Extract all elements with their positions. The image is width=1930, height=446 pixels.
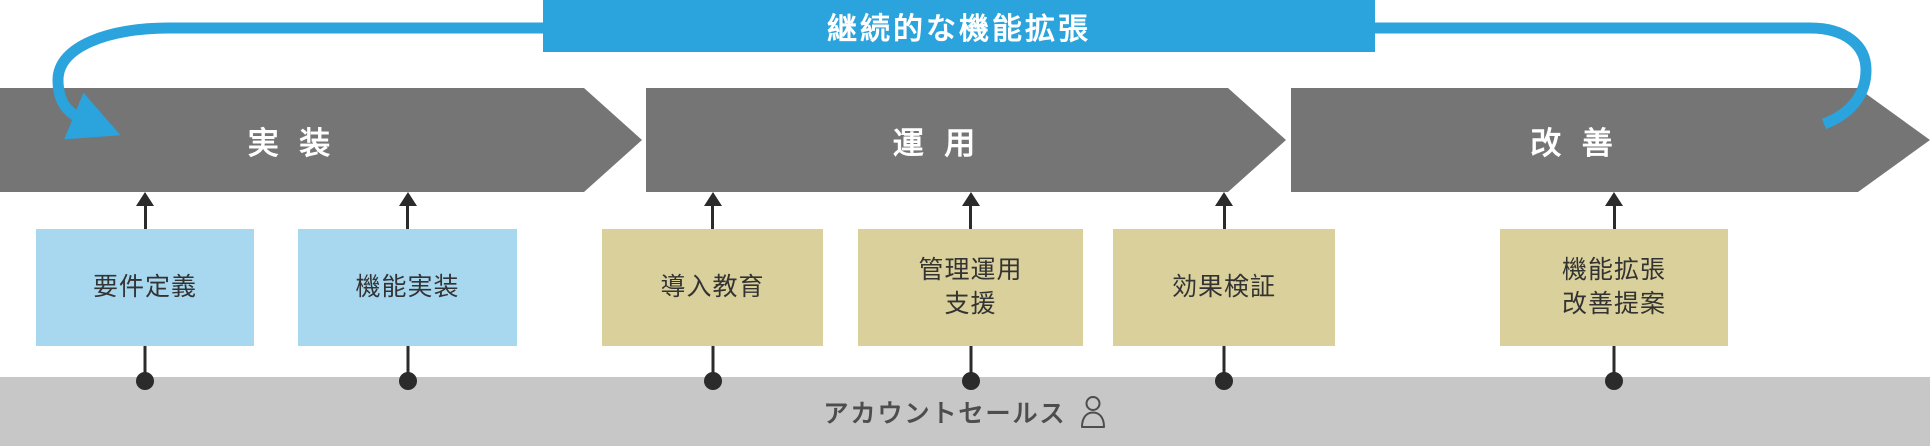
task-management-operation-support: 管理運用 支援 <box>858 192 1083 390</box>
phase-label: 改 善 <box>1530 125 1619 161</box>
connector-dot <box>398 372 417 390</box>
up-arrow-icon <box>1215 192 1233 229</box>
account-sales-label: アカウントセールス <box>823 399 1067 428</box>
task-box: 管理運用 支援 <box>858 229 1083 346</box>
phase-label: 実 装 <box>247 125 337 161</box>
connector-line <box>969 346 972 379</box>
task-onboarding-training: 導入教育 <box>602 192 823 390</box>
phase-label: 運 用 <box>892 125 982 161</box>
task-expansion-improvement-proposal: 機能拡張 改善提案 <box>1500 192 1728 390</box>
connector-dot <box>703 372 722 390</box>
phase-improvement: 改 善 <box>1291 88 1930 192</box>
up-arrow-icon <box>961 192 980 229</box>
person-icon <box>1080 395 1105 428</box>
connector-dot <box>136 372 154 390</box>
connector-line <box>406 346 409 379</box>
connector-dot <box>1215 372 1233 390</box>
task-box: 要件定義 <box>36 229 254 346</box>
task-box: 機能実装 <box>298 229 517 346</box>
task-feature-implementation: 機能実装 <box>298 192 517 390</box>
up-arrow-icon <box>398 192 417 229</box>
connector-line <box>1612 346 1616 379</box>
task-requirements-definition: 要件定義 <box>36 192 254 390</box>
connector-dot <box>961 372 980 390</box>
banner-label: 継続的な機能拡張 <box>827 13 1091 46</box>
connector-line <box>1222 346 1226 379</box>
phase-operation: 運 用 <box>646 88 1286 192</box>
up-arrow-icon <box>1605 192 1623 229</box>
up-arrow-icon <box>136 192 154 229</box>
up-arrow-icon <box>703 192 722 229</box>
phase-implementation: 実 装 <box>0 88 642 192</box>
connector-line <box>711 346 714 379</box>
task-box: 効果検証 <box>1113 229 1335 346</box>
connector-dot <box>1605 372 1623 390</box>
task-box: 機能拡張 改善提案 <box>1500 229 1728 346</box>
task-effect-verification: 効果検証 <box>1113 192 1335 390</box>
banner-continuous-expansion: 継続的な機能拡張 <box>543 0 1375 52</box>
connector-line <box>143 346 147 379</box>
task-box: 導入教育 <box>602 229 823 346</box>
